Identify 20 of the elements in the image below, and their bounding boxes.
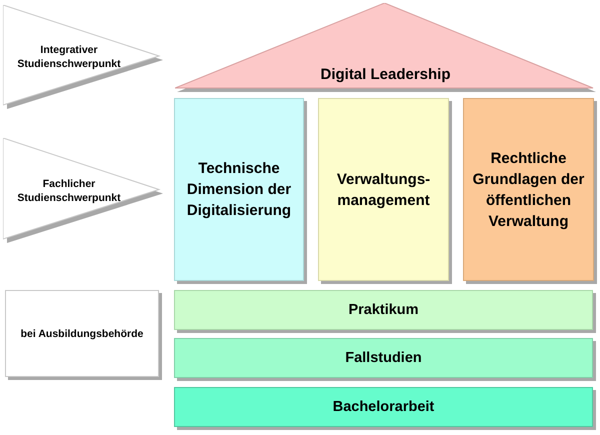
roof-triangle bbox=[175, 3, 596, 92]
node-label: Fachlicher Studienschwerpunkt bbox=[16, 176, 122, 204]
node-label: Praktikum bbox=[348, 301, 419, 320]
node-label: Verwaltungs- management bbox=[336, 170, 432, 210]
foundation-bar bbox=[174, 290, 593, 330]
node-label: Integrativer Studienschwerpunkt bbox=[16, 43, 122, 71]
pillar-box bbox=[318, 98, 449, 281]
chevron-triangle bbox=[3, 138, 163, 243]
pillar-box bbox=[463, 98, 594, 281]
node-label: bei Ausbildungsbehörde bbox=[20, 326, 144, 340]
node-label: Bachelorarbeit bbox=[332, 398, 434, 417]
node-label: Digital Leadership bbox=[320, 65, 451, 85]
node-label: Rechtliche Grundlagen der öffentlichen Verwaltung bbox=[472, 148, 586, 232]
foundation-bar bbox=[174, 387, 593, 427]
pillar-box bbox=[174, 98, 304, 281]
note-box bbox=[5, 290, 159, 377]
foundation-bar bbox=[174, 338, 593, 378]
node-label: Fallstudien bbox=[345, 349, 422, 368]
node-label: Technische Dimension der Digitalisierung bbox=[186, 159, 292, 221]
chevron-triangle bbox=[3, 5, 163, 109]
